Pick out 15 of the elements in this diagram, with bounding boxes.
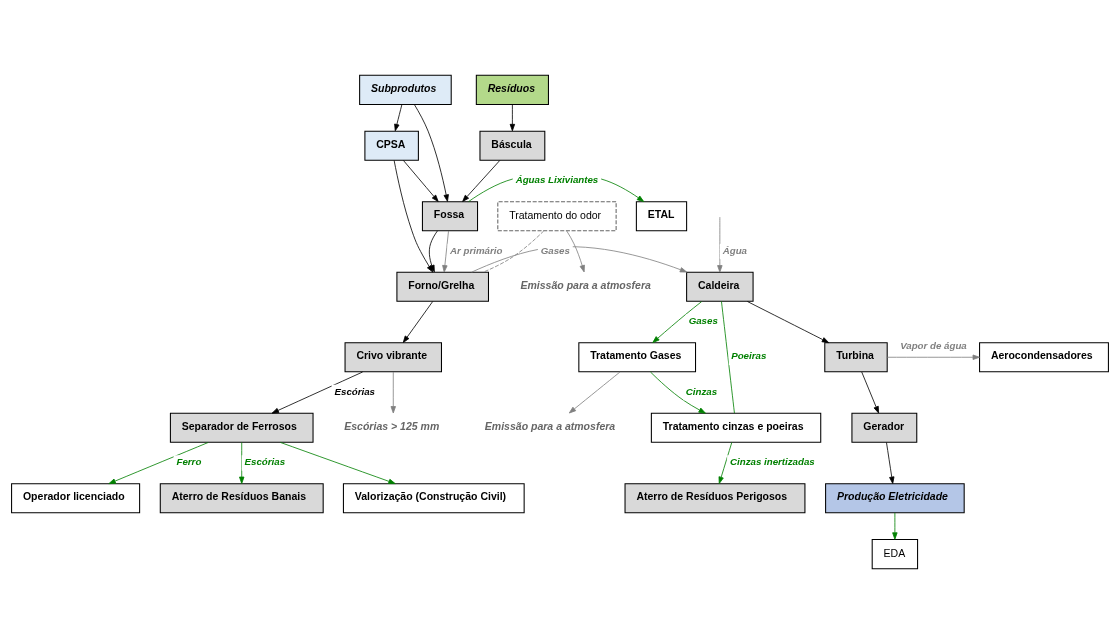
edge-label: Água [722,244,747,256]
node-text: Escórias > 125 mm [344,419,440,432]
edge-label: Escórias [244,456,286,468]
edge-label: Cinzas inertizadas [729,456,815,468]
edge-label: Ar primário [449,244,503,256]
edge-label: Gases [540,244,570,256]
edge-label: Cinzas [685,385,718,397]
edge-label: Gases [688,315,718,327]
edge-label: Águas Lixiviantes [515,174,599,186]
edge-label: Poeiras [731,350,767,362]
edge-label: Escórias [334,385,376,397]
edge-label: Vapor de água [900,340,967,352]
node-text: Emissão para a atmosfera [484,419,616,432]
edge-label: Ferro [176,456,202,468]
node-text: Emissão para a atmosfera [520,278,651,291]
